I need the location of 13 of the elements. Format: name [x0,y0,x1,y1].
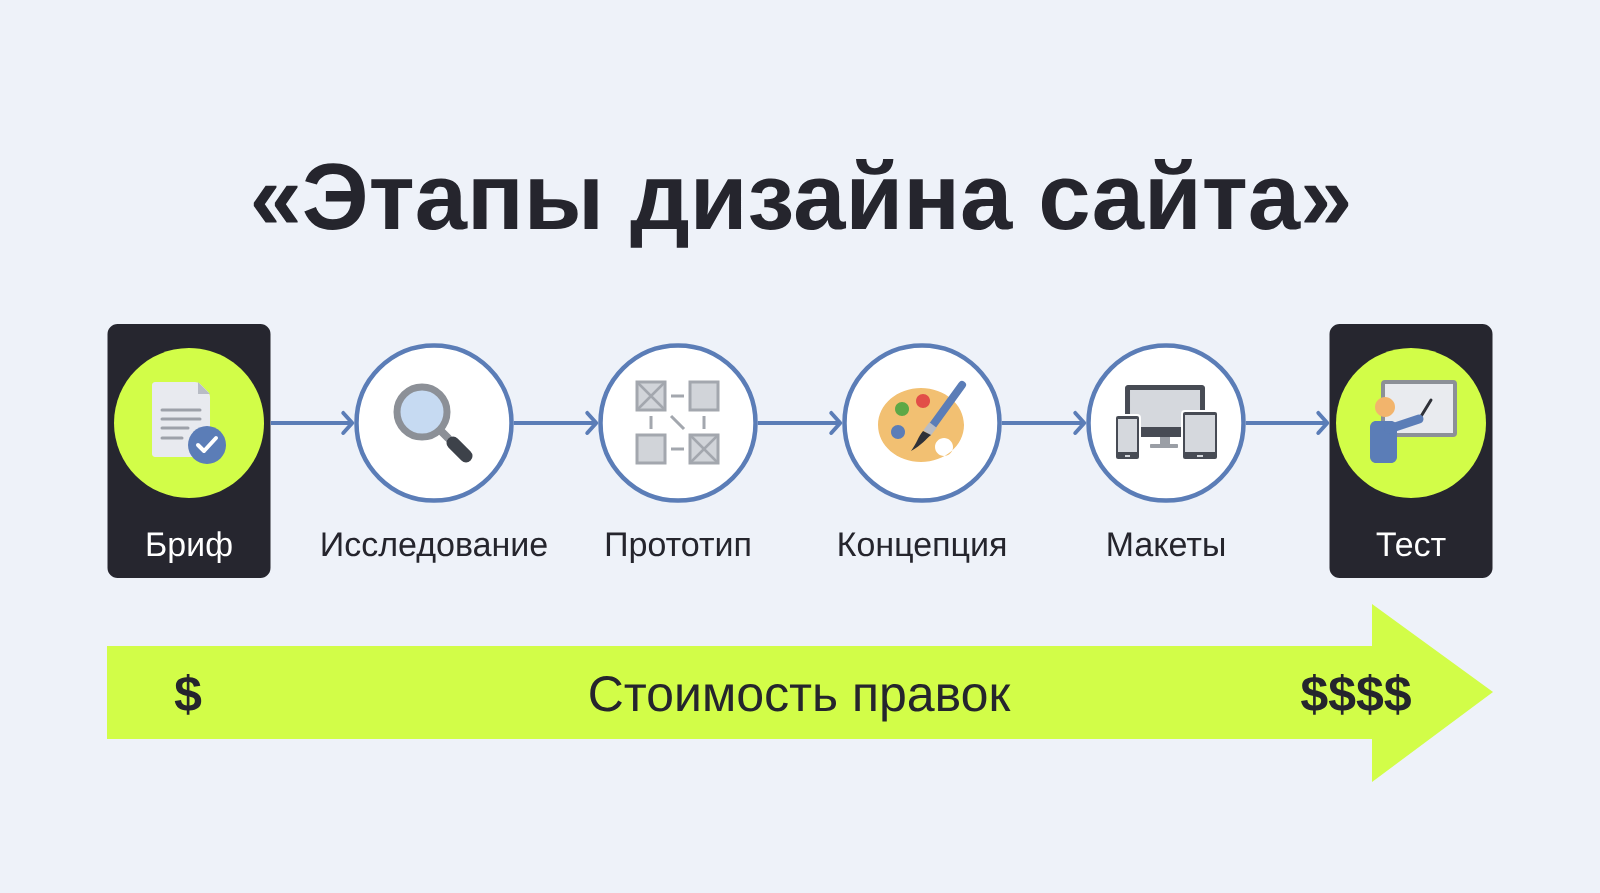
arrow [1001,411,1087,435]
title: «Этапы дизайна сайта» [253,159,1349,248]
arrow [757,411,843,435]
arrow [270,411,355,435]
dollar-sign: $ [174,673,202,715]
arrow [1245,411,1330,435]
stage-label: Концепция [839,532,1006,563]
band-label: Стоимость правок [590,676,1011,722]
dollar-signs: $$$$ [1301,673,1411,715]
stage-label: Прототип [606,532,750,564]
stage-label: Макеты [1108,532,1224,557]
arrow [513,411,599,435]
stage-label: Исследование [322,532,547,563]
